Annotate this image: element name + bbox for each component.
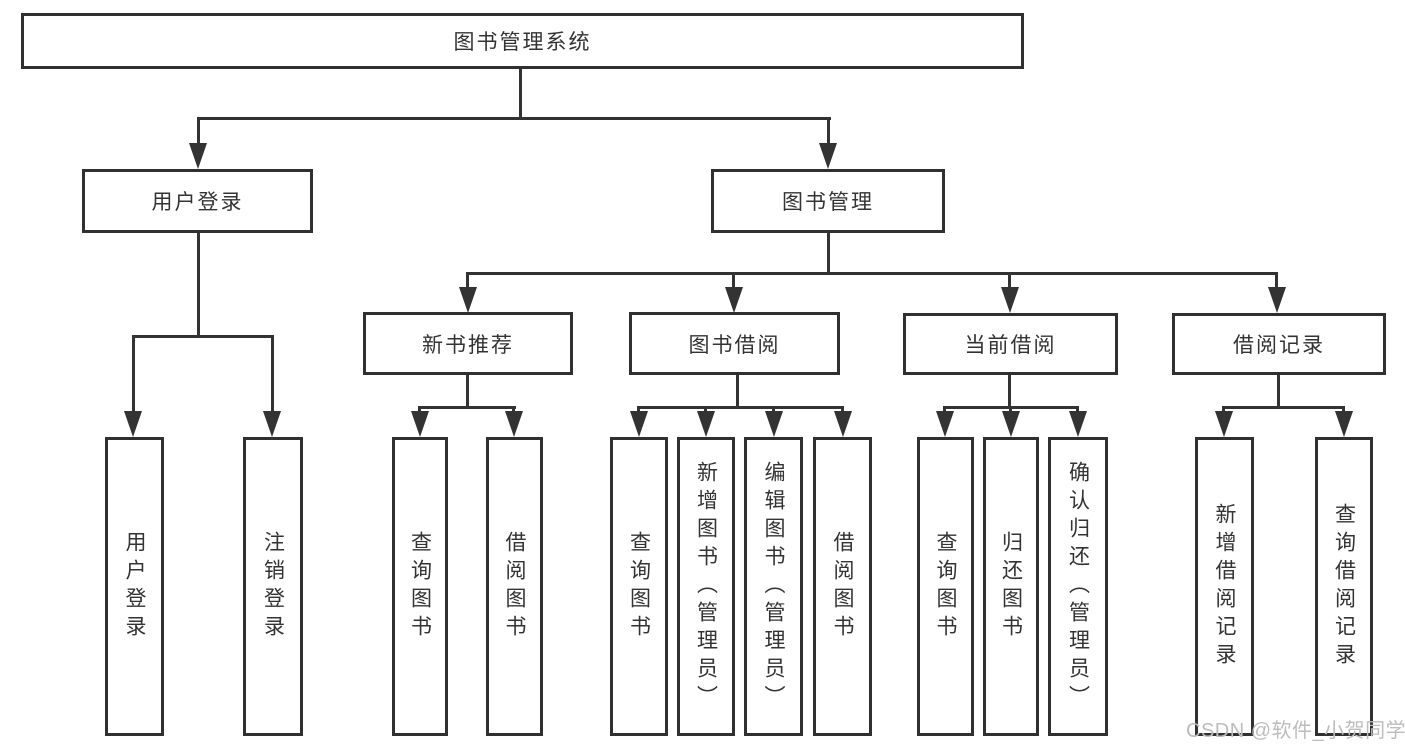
leaf-nbr-query-book: 查询图书 bbox=[392, 437, 448, 736]
leaf-cb-return-book: 归还图书 bbox=[983, 437, 1039, 736]
csdn-watermark: CSDN @软件_小贺同学 bbox=[1186, 720, 1405, 742]
connector-stem bbox=[943, 406, 946, 414]
leaf-cb-return-book-label: 归还图书 bbox=[999, 530, 1023, 643]
arrowhead-down-icon bbox=[630, 411, 648, 437]
arrowhead-down-icon bbox=[1215, 411, 1233, 437]
connector-bookmgmt-stub bbox=[827, 232, 830, 275]
arrowhead-down-icon bbox=[1002, 411, 1020, 437]
arrowhead-down-icon bbox=[936, 411, 954, 437]
leaf-br-query-record: 查询借阅记录 bbox=[1315, 437, 1373, 736]
connector-bookmgmt-bar bbox=[466, 272, 1278, 275]
connector-stem bbox=[512, 406, 515, 414]
connector-borrow-bar bbox=[637, 406, 844, 409]
connector-stem bbox=[1222, 406, 1225, 414]
connector-record-stub bbox=[1277, 375, 1280, 409]
leaf-br-add-record-label: 新增借阅记录 bbox=[1213, 502, 1236, 671]
connector-stem bbox=[418, 406, 421, 414]
leaf-bb-query-book-label: 查询图书 bbox=[627, 530, 651, 643]
leaf-nbr-query-book-label: 查询图书 bbox=[408, 530, 432, 643]
leaf-bb-add-book-admin-label: 新增图书（管理员） bbox=[694, 460, 718, 713]
leaf-bb-edit-book-admin-label: 编辑图书（管理员） bbox=[762, 460, 785, 713]
arrowhead-down-icon bbox=[697, 411, 715, 437]
arrowhead-down-icon bbox=[725, 287, 743, 313]
connector-stem bbox=[772, 406, 775, 414]
node-borrow-record-label: 借阅记录 bbox=[1233, 334, 1325, 357]
leaf-user-login-label: 用户登录 bbox=[123, 530, 146, 643]
connector-stem bbox=[197, 117, 200, 145]
node-root: 图书管理系统 bbox=[21, 13, 1024, 69]
arrowhead-down-icon bbox=[1001, 287, 1019, 313]
leaf-br-add-record: 新增借阅记录 bbox=[1195, 437, 1254, 736]
connector-stem bbox=[1275, 272, 1278, 290]
node-book-borrow: 图书借阅 bbox=[629, 312, 840, 375]
leaf-logout: 注销登录 bbox=[243, 437, 303, 736]
arrowhead-down-icon bbox=[505, 411, 523, 437]
connector-userlogin-stub bbox=[197, 232, 200, 338]
arrowhead-down-icon bbox=[765, 411, 783, 437]
leaf-bb-query-book: 查询图书 bbox=[610, 437, 668, 736]
connector-stem bbox=[466, 272, 469, 290]
connector-root-stub bbox=[519, 69, 522, 119]
node-new-book-recommend-label: 新书推荐 bbox=[422, 333, 514, 357]
connector-stem bbox=[1008, 272, 1011, 290]
leaf-cb-query-book-label: 查询图书 bbox=[934, 530, 957, 643]
arrowhead-down-icon bbox=[1335, 411, 1353, 437]
connector-stem bbox=[841, 406, 844, 414]
node-book-management: 图书管理 bbox=[711, 169, 945, 233]
leaf-bb-borrow-book: 借阅图书 bbox=[813, 437, 872, 736]
leaf-cb-confirm-return-admin-label: 确认归还（管理员） bbox=[1066, 460, 1090, 713]
connector-record-bar bbox=[1222, 406, 1345, 409]
arrowhead-down-icon bbox=[124, 411, 142, 437]
connector-stem bbox=[271, 335, 274, 413]
arrowhead-down-icon bbox=[263, 411, 281, 437]
leaf-br-query-record-label: 查询借阅记录 bbox=[1332, 502, 1356, 671]
leaf-bb-add-book-admin: 新增图书（管理员） bbox=[677, 437, 735, 736]
connector-stem bbox=[132, 335, 135, 413]
node-borrow-record: 借阅记录 bbox=[1172, 313, 1386, 375]
node-book-borrow-label: 图书借阅 bbox=[688, 333, 781, 357]
leaf-cb-query-book: 查询图书 bbox=[917, 437, 974, 736]
arrowhead-down-icon bbox=[834, 411, 852, 437]
node-root-label: 图书管理系统 bbox=[453, 31, 592, 54]
connector-root-bar bbox=[197, 117, 831, 120]
connector-stem bbox=[1076, 406, 1079, 414]
connector-newbook-stub bbox=[466, 374, 469, 409]
node-current-borrow: 当前借阅 bbox=[903, 313, 1118, 375]
arrowhead-down-icon bbox=[1268, 287, 1286, 313]
leaf-logout-label: 注销登录 bbox=[261, 530, 285, 643]
leaf-bb-edit-book-admin: 编辑图书（管理员） bbox=[744, 437, 803, 736]
connector-current-stub bbox=[1008, 375, 1011, 409]
connector-stem bbox=[1342, 406, 1345, 414]
leaf-bb-borrow-book-label: 借阅图书 bbox=[831, 530, 854, 643]
node-book-management-label: 图书管理 bbox=[782, 191, 874, 214]
arrowhead-down-icon bbox=[1069, 411, 1087, 437]
connector-stem bbox=[637, 406, 640, 414]
node-current-borrow-label: 当前借阅 bbox=[964, 334, 1057, 357]
arrowhead-down-icon bbox=[459, 287, 477, 313]
connector-stem bbox=[704, 406, 707, 414]
leaf-user-login: 用户登录 bbox=[105, 437, 164, 736]
leaf-nbr-borrow-book: 借阅图书 bbox=[486, 437, 543, 736]
connector-borrow-stub bbox=[736, 374, 739, 409]
leaf-nbr-borrow-book-label: 借阅图书 bbox=[503, 530, 526, 643]
node-user-login-label: 用户登录 bbox=[151, 191, 244, 214]
connector-stem bbox=[732, 272, 735, 290]
arrowhead-down-icon bbox=[411, 411, 429, 437]
connector-newbook-bar bbox=[418, 406, 516, 409]
arrowhead-down-icon bbox=[819, 143, 837, 169]
leaf-cb-confirm-return-admin: 确认归还（管理员） bbox=[1048, 437, 1108, 736]
connector-userlogin-bar bbox=[132, 335, 274, 338]
node-user-login: 用户登录 bbox=[82, 169, 313, 233]
node-new-book-recommend: 新书推荐 bbox=[363, 312, 573, 375]
connector-stem bbox=[827, 117, 830, 145]
arrowhead-down-icon bbox=[189, 143, 207, 169]
connector-stem bbox=[1009, 406, 1012, 414]
